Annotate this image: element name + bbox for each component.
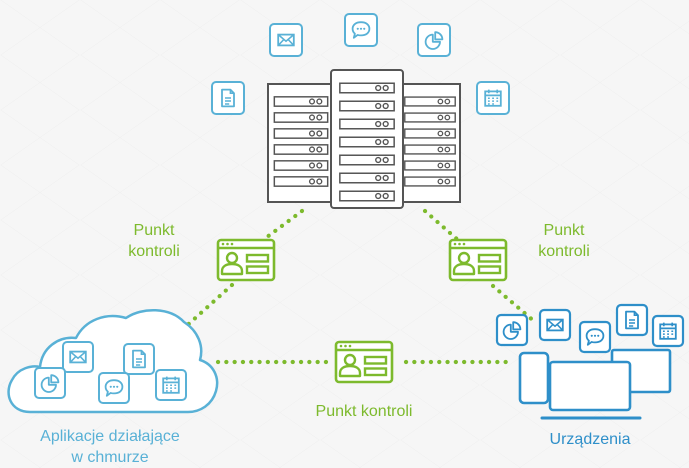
checkpoint-bottom-label: Punkt kontroli [315, 403, 413, 420]
server-unit [339, 172, 395, 184]
chat-icon-box [98, 372, 130, 404]
server-rack-right [393, 83, 461, 203]
server-unit [339, 190, 395, 202]
checkpoint-left-icon [216, 238, 276, 282]
devices-label: Urządzenia [549, 431, 631, 448]
server-unit [273, 144, 329, 155]
server-unit [404, 112, 456, 123]
server-unit [273, 160, 329, 171]
server-racks [267, 69, 461, 209]
pie-chart-icon-box [34, 367, 66, 399]
phone-icon [518, 351, 550, 405]
checkpoint-right-icon [448, 238, 508, 282]
cloud-apps [7, 308, 219, 414]
server-unit [404, 160, 456, 171]
server-unit [339, 136, 395, 148]
line-server-right-checkpoint [422, 208, 461, 243]
devices [495, 303, 685, 420]
server-unit [404, 144, 456, 155]
server-unit [404, 96, 456, 107]
chat-icon-box [344, 13, 378, 47]
server-unit [339, 82, 395, 94]
mail-icon-box [62, 341, 94, 373]
server-unit [339, 100, 395, 112]
server-unit [404, 176, 456, 187]
server-rack-center [330, 69, 404, 209]
device-app-box [538, 308, 572, 342]
server-unit [339, 154, 395, 166]
cloud-apps-label: Aplikacje działające w chmurze [40, 428, 180, 466]
checkpoint-left-label: Punkt kontroli [128, 222, 180, 260]
line-server-left-checkpoint [260, 208, 305, 243]
server-unit [273, 112, 329, 123]
line-right-checkpoint-devices [490, 283, 538, 325]
device-app-box [578, 320, 612, 354]
checkpoint-right-label: Punkt kontroli [538, 222, 590, 260]
checkpoint-bottom-icon [334, 340, 394, 384]
server-unit [273, 176, 329, 187]
connection-lines [179, 208, 538, 365]
server-rack-left [267, 83, 335, 203]
server-unit [404, 128, 456, 139]
line-left-checkpoint-cloud [179, 282, 235, 333]
pie-chart-icon-box [417, 23, 451, 57]
laptop-icon [548, 360, 632, 412]
device-app-box [495, 313, 529, 347]
server-unit [273, 128, 329, 139]
server-unit [273, 96, 329, 107]
server-unit [339, 118, 395, 130]
mail-icon-box [269, 23, 303, 57]
